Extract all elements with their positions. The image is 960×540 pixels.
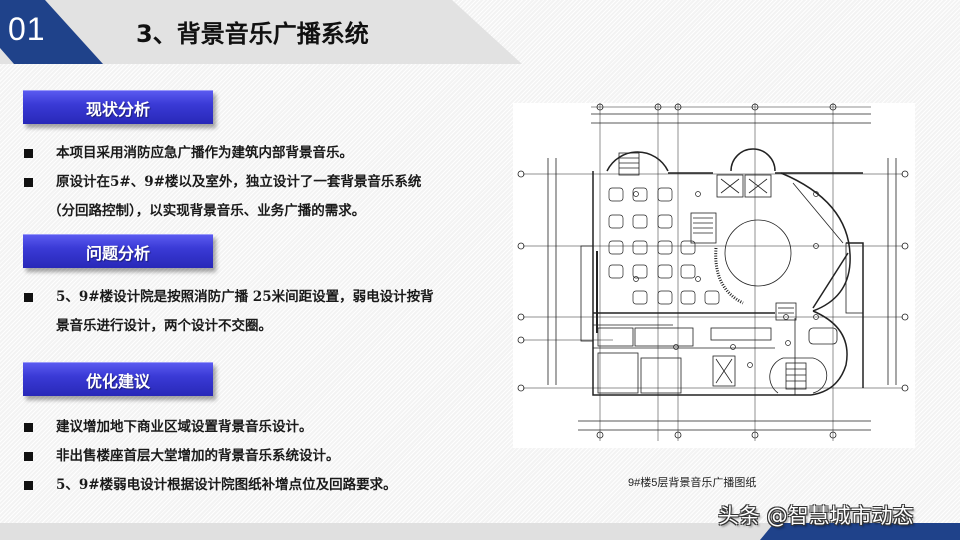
square-bullet-icon: [24, 452, 33, 461]
footer-accent: [760, 523, 960, 540]
list-item: 5、9#楼弱电设计根据设计院图纸补增点位及回路要求。: [24, 471, 494, 500]
footer-band: [0, 523, 960, 540]
square-bullet-icon: [24, 178, 33, 187]
floor-plan-icon: [517, 103, 909, 441]
drawing-caption: 9#楼5层背景音乐广播图纸: [628, 477, 757, 489]
section-number: 01: [8, 11, 46, 47]
square-bullet-icon: [24, 423, 33, 432]
square-bullet-icon: [24, 149, 33, 158]
optimization-list: 建议增加地下商业区域设置背景音乐设计。 非出售楼座首层大堂增加的背景音乐系统设计…: [24, 413, 494, 500]
section-badge-current-status: 现状分析: [23, 90, 213, 124]
section-badge-optimization: 优化建议: [23, 362, 213, 396]
list-item: 原设计在5#、9#楼以及室外，独立设计了一套背景音乐系统 （分回路控制），以实现…: [24, 168, 494, 226]
watermark: 头条 @智慧城市动态: [718, 504, 914, 528]
list-item: 非出售楼座首层大堂增加的背景音乐系统设计。: [24, 442, 494, 471]
list-item: 5、9#楼设计院是按照消防广播 25米间距设置，弱电设计按背 景音乐进行设计，两…: [24, 283, 494, 341]
list-item: 建议增加地下商业区域设置背景音乐设计。: [24, 413, 494, 442]
page-title: 3、背景音乐广播系统: [136, 20, 369, 48]
square-bullet-icon: [24, 481, 33, 490]
section-badge-problem-analysis: 问题分析: [23, 234, 213, 268]
floor-plan-drawing: [513, 103, 915, 448]
square-bullet-icon: [24, 293, 33, 302]
problem-analysis-list: 5、9#楼设计院是按照消防广播 25米间距设置，弱电设计按背 景音乐进行设计，两…: [24, 283, 494, 341]
list-item: 本项目采用消防应急广播作为建筑内部背景音乐。: [24, 139, 494, 168]
current-status-list: 本项目采用消防应急广播作为建筑内部背景音乐。 原设计在5#、9#楼以及室外，独立…: [24, 139, 494, 226]
